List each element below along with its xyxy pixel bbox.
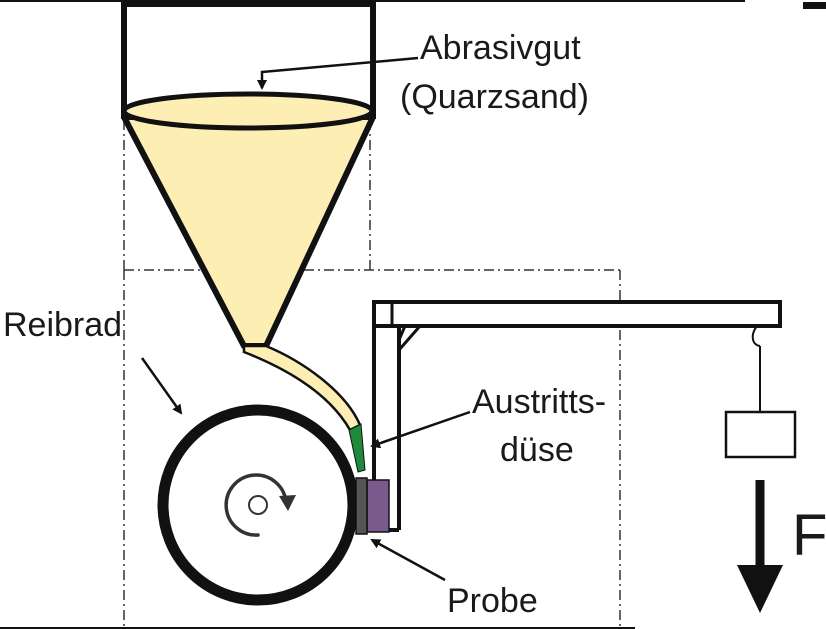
sand-surface [121, 91, 375, 131]
label-sample: Probe [447, 582, 538, 620]
funnel-cone [121, 114, 376, 349]
rotation-arrow-icon [224, 473, 288, 537]
label-abrasive: Abrasivgut [420, 29, 581, 67]
friction-wheel [157, 404, 359, 606]
label-nozzle-sub: düse [500, 431, 574, 469]
label-force: F [792, 503, 826, 568]
wheel-hub [248, 495, 268, 515]
lever-frame [372, 300, 782, 532]
weight-block [724, 410, 797, 459]
callout-arrows [140, 56, 471, 582]
top-right-mark [803, 2, 826, 9]
label-abrasive-sub: (Quarzsand) [400, 78, 589, 116]
outlet-nozzle [348, 423, 366, 473]
label-wheel: Reibrad [3, 306, 122, 344]
rotation-arrowhead-icon [279, 495, 296, 511]
sample-mount [355, 477, 368, 535]
hanger-hook [751, 325, 761, 347]
force-arrowhead-icon [737, 565, 783, 613]
sample-specimen [366, 479, 390, 533]
label-nozzle: Austritts- [472, 383, 606, 421]
